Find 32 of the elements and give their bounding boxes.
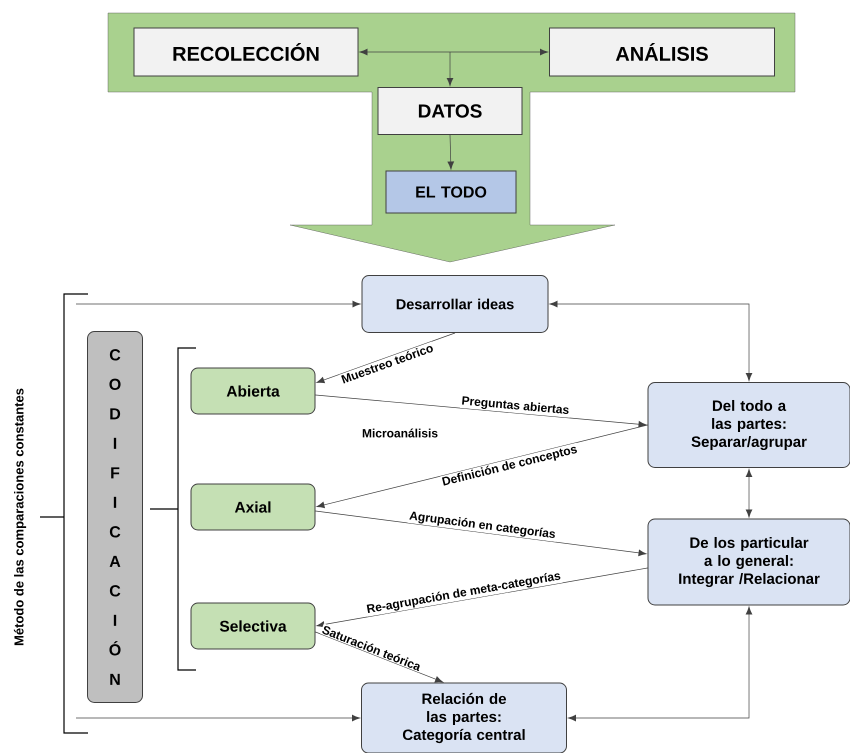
label-box: ANÁLISIS (549, 28, 775, 76)
arrow (568, 606, 752, 722)
arrow (316, 332, 456, 384)
edge-label: Preguntas abiertas (460, 394, 571, 418)
arrow (316, 568, 648, 628)
vertical-label-box: CODIFICACIÓN (87, 331, 143, 703)
process-box: De los particular a lo general: Integrar /Relacionar (648, 518, 850, 606)
label-box: EL TODO (386, 170, 516, 214)
arrow (746, 469, 752, 518)
bracket (39, 293, 89, 734)
label-box: RECOLECCIÓN (134, 28, 358, 76)
vertical-label: Método de las comparaciones constantes (14, 388, 26, 646)
arrow (446, 52, 454, 86)
arrow (76, 714, 360, 722)
arrow (315, 510, 646, 556)
arrow (76, 300, 360, 308)
arrow (550, 300, 752, 381)
category-box: Axial (190, 484, 316, 530)
arrow (315, 632, 444, 682)
process-box: Del todo a las partes: Separar/agrupar (648, 382, 850, 468)
note-text: Microanálisis (362, 428, 438, 438)
arrow (448, 134, 454, 170)
process-box: Relación de las partes: Categoría central (361, 682, 567, 753)
category-box: Selectiva (190, 602, 316, 650)
edge-label: Agrupación en categorías (407, 509, 558, 542)
category-box: Abierta (190, 368, 316, 414)
process-box: Desarrollar ideas (362, 275, 548, 333)
arrow (360, 48, 548, 56)
arrow (316, 424, 648, 508)
label-box: DATOS (378, 87, 522, 135)
edge-label: Definición de conceptos (440, 442, 580, 490)
arrow (315, 394, 646, 428)
